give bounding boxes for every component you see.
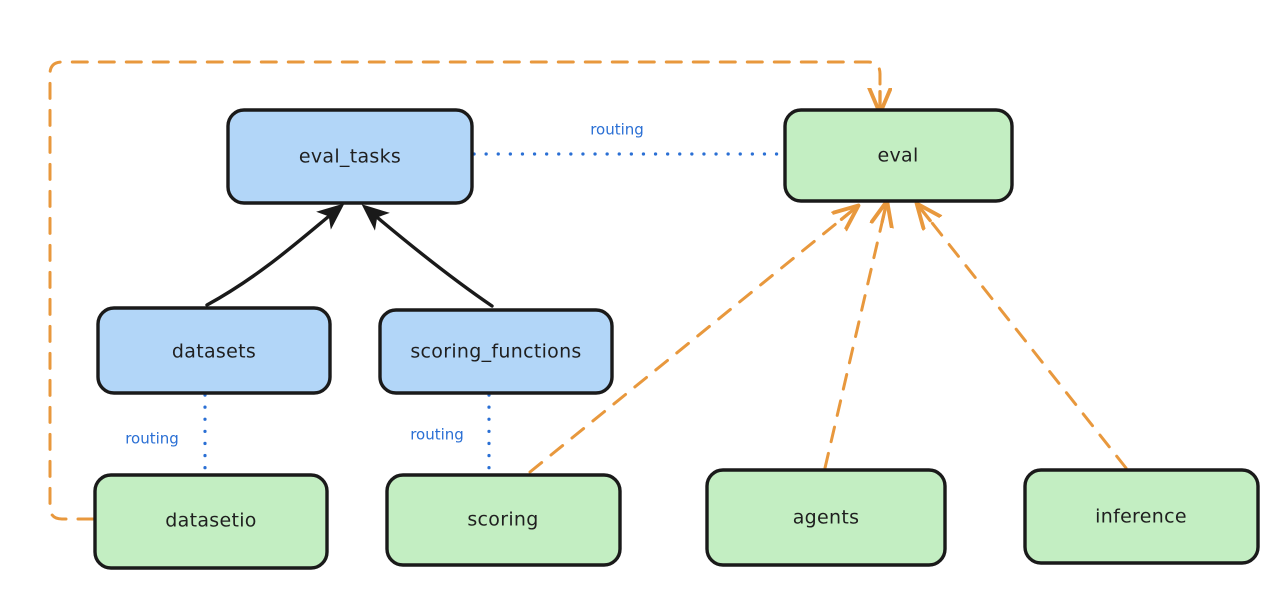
node-datasetio[interactable]: datasetio	[93, 473, 329, 570]
edge-scoring-to-eval	[528, 214, 848, 474]
node-datasets-label: datasets	[172, 341, 256, 363]
edge-inference-to-eval	[925, 214, 1128, 470]
node-eval-tasks[interactable]: eval_tasks	[226, 108, 474, 205]
edge-agents-to-eval	[823, 214, 884, 470]
node-inference-shape	[1023, 468, 1260, 565]
edge-label-routing-eval: routing	[590, 121, 644, 139]
node-eval-tasks-shape	[226, 108, 474, 205]
node-scoring-shape	[385, 473, 622, 567]
edge-scoring-functions-to-eval-tasks	[361, 204, 494, 308]
edge-label-routing-datasetio: routing	[125, 430, 179, 448]
node-agents-label: agents	[793, 507, 860, 529]
node-eval-label: eval	[877, 145, 918, 167]
node-datasets[interactable]: datasets	[96, 306, 332, 395]
node-inference[interactable]: inference	[1023, 468, 1260, 565]
node-scoring-functions-label: scoring_functions	[410, 341, 581, 363]
node-agents[interactable]: agents	[705, 468, 947, 567]
edge-label-routing-scoring: routing	[410, 426, 464, 444]
node-eval-shape	[783, 108, 1014, 203]
node-scoring-functions-shape	[378, 308, 614, 395]
edge-datasetio-to-eval	[48, 60, 880, 521]
node-eval[interactable]: eval	[783, 108, 1014, 203]
node-eval-tasks-label: eval_tasks	[299, 146, 401, 168]
node-datasetio-label: datasetio	[165, 510, 256, 532]
node-scoring-functions[interactable]: scoring_functions	[378, 308, 614, 395]
node-agents-shape	[705, 468, 947, 567]
node-inference-label: inference	[1095, 506, 1187, 528]
node-scoring-label: scoring	[467, 509, 538, 531]
edge-datasets-to-eval-tasks	[205, 203, 345, 307]
node-datasets-shape	[96, 306, 332, 395]
node-datasetio-shape	[93, 473, 329, 570]
node-scoring[interactable]: scoring	[385, 473, 622, 567]
